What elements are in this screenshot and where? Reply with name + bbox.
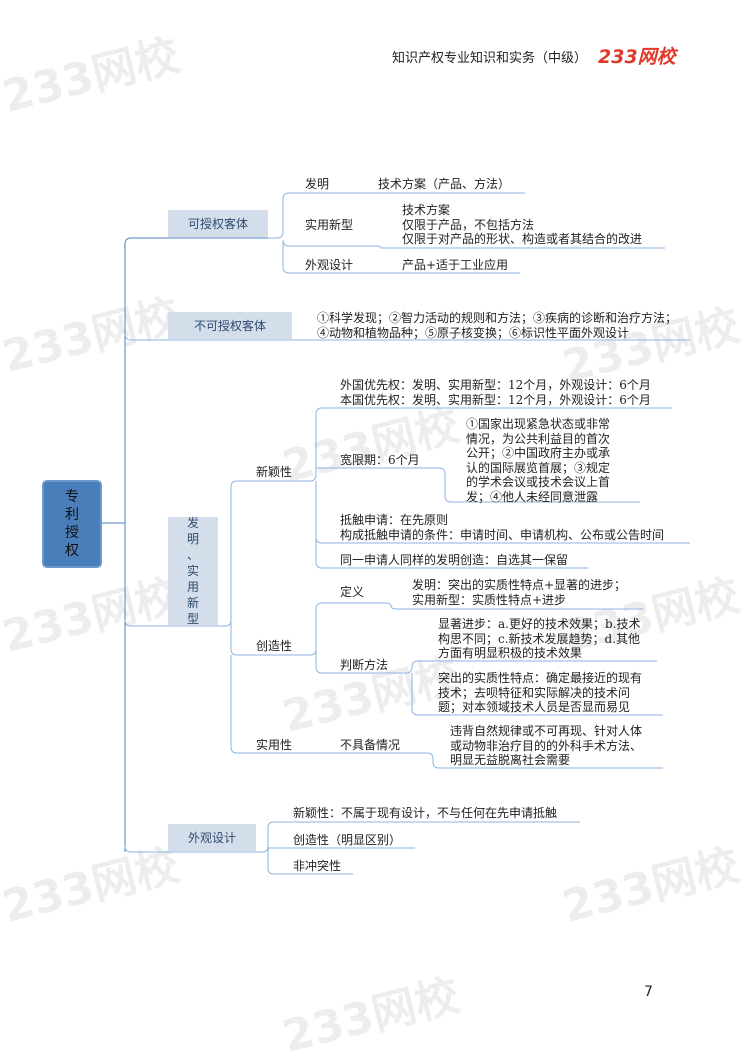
utility-desc: 技术方案 仅限于产品，不包括方法 仅限于对产品的形状、构造或者其结合的改进 (402, 203, 642, 247)
invention-desc: 技术方案（产品、方法） (378, 177, 511, 191)
non-grantable-desc: ①科学发现；②智力活动的规则和方法；③疾病的诊断和治疗方法； ④动物和植物品种；… (317, 311, 677, 340)
text-line: ④动物和植物品种；⑤原子核变换；⑥标识性平面外观设计 (317, 325, 630, 340)
text-line: 认的国际展览首展；③规定 (466, 460, 611, 475)
text-line: 仅限于对产品的形状、构造或者其结合的改进 (402, 232, 643, 246)
text-line: 仅限于产品，不包括方法 (402, 217, 535, 232)
text-line: 构思不同；c.新技术发展趋势；d.其他 (438, 631, 641, 646)
text-line: 发明：突出的实质性特点+显著的进步； (412, 578, 627, 592)
features-desc: 突出的实质性特点：确定最接近的现有 技术；去呗特征和实际解决的技术问 题；对本领… (438, 671, 642, 715)
text-line: 公开；②中国政府主办或承 (466, 446, 611, 460)
text-char: 明 (186, 532, 199, 546)
root-char: 专 (65, 489, 79, 505)
node-judgement: 判断方法 (340, 658, 389, 672)
text-line: 发；④他人未经同意泄露 (466, 489, 599, 504)
node-definition: 定义 (340, 585, 365, 599)
header-title: 知识产权专业知识和实务（中级） (392, 51, 588, 66)
text-char: 新 (186, 596, 199, 610)
page-number: 7 (644, 984, 653, 1000)
node-non-grantable: 不可授权客体 (168, 312, 292, 339)
text-line: 构成抵触申请的条件：申请时间、申请机构、公布或公告时间 (340, 527, 665, 542)
node-grace-period: 宽限期：6个月 (340, 453, 420, 467)
text-line: 技术方案 (402, 203, 451, 217)
text-line: 方面有明显积极的技术效果 (438, 646, 583, 660)
root-char: 权 (65, 543, 79, 559)
node-invention-utility: 发 明 、 实 用 新 型 (168, 516, 218, 626)
progress-desc: 显著进步：a.更好的技术效果；b.技术 构思不同；c.新技术发展趋势；d.其他 … (438, 617, 640, 661)
brand-logo: 233网校 (598, 46, 676, 68)
text-line: 的学术会议或技术会议上首 (466, 475, 611, 489)
node-utility-model: 实用新型 (305, 218, 354, 232)
node-practicality: 实用性 (256, 738, 293, 752)
text-char: 型 (186, 612, 199, 626)
text-char: 、 (186, 548, 199, 562)
node-design: 外观设计 (305, 258, 354, 272)
node-grantable: 可授权客体 (168, 210, 268, 237)
text-line: 显著进步：a.更好的技术效果；b.技术 (438, 617, 641, 631)
same-applicant: 同一申请人同样的发明创造：自选其一保留 (340, 553, 569, 567)
text-char: 用 (186, 580, 199, 594)
grace-period-desc: ①国家出现紧急状态或非常 情况，为公共利益目的首次 公开；②中国政府主办或承 认… (466, 417, 610, 504)
root-char: 授 (65, 525, 79, 541)
text-line: 外国优先权：发明、实用新型：12个月，外观设计：6个月 (340, 378, 651, 392)
text-char: 发 (186, 516, 199, 530)
text-line: ①科学发现；②智力活动的规则和方法；③疾病的诊断和治疗方法； (317, 311, 678, 325)
text-line: 情况，为公共利益目的首次 (466, 431, 611, 446)
text-line: 本国优先权：发明、实用新型：12个月，外观设计：6个月 (340, 392, 651, 407)
node-novelty: 新颖性 (256, 465, 293, 479)
design-desc: 产品+适于工业应用 (402, 258, 509, 272)
design-non-conflict: 非冲突性 (293, 859, 342, 873)
text-line: 明显无益脱离社会需要 (450, 753, 571, 767)
text-line: 违背自然规律或不可再现、针对人体 (450, 724, 643, 738)
definition-desc: 发明：突出的实质性特点+显著的进步； 实用新型：实质性特点+进步 (412, 578, 626, 607)
text-line: ①国家出现紧急状态或非常 (466, 417, 611, 431)
priority-desc: 外国优先权：发明、实用新型：12个月，外观设计：6个月 本国优先权：发明、实用新… (340, 378, 651, 407)
node-inventive-step: 创造性 (256, 639, 293, 653)
design-novelty: 新颖性：不属于现有设计，不与任何在先申请抵触 (293, 806, 558, 820)
text-line: 技术；去呗特征和实际解决的技术问 (438, 685, 631, 700)
text-line: 突出的实质性特点：确定最接近的现有 (438, 671, 643, 685)
text-line: 实用新型：实质性特点+进步 (412, 592, 567, 607)
text-line: 或动物非治疗目的的外科手术方法、 (450, 738, 643, 753)
text-line: 题；对本领域技术人员是否显而易见 (438, 700, 631, 714)
root-node-patent-grant: 专 利 授 权 (42, 480, 102, 568)
root-char: 利 (65, 507, 79, 523)
lacking-desc: 违背自然规律或不可再现、针对人体 或动物非治疗目的的外科手术方法、 明显无益脱离… (450, 724, 642, 768)
node-design-patent: 外观设计 (168, 824, 256, 851)
node-lacking: 不具备情况 (340, 738, 401, 752)
design-inventive: 创造性（明显区别） (293, 833, 402, 847)
text-line: 抵触申请：在先原则 (340, 513, 449, 527)
conflict-application: 抵触申请：在先原则 构成抵触申请的条件：申请时间、申请机构、公布或公告时间 (340, 513, 664, 542)
node-invention: 发明 (305, 177, 330, 191)
text-char: 实 (186, 564, 199, 578)
